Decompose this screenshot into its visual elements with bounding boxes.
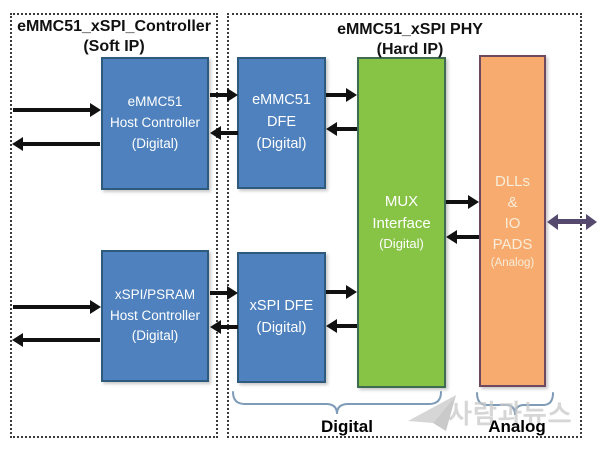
block-text-line: (Analog): [490, 256, 535, 269]
block-text-line: (Digital): [131, 328, 179, 344]
arrow-pads-to-mux: [457, 235, 479, 239]
arrow-xspi-host-to-dfe: [210, 291, 227, 295]
digital-section-label: Digital: [321, 417, 373, 436]
block-text-line: DFE: [267, 114, 296, 131]
block-text-line: Interface: [372, 215, 431, 233]
block-xspi-psram-host-controller: xSPI/PSRAM Host Controller (Digital): [101, 250, 209, 382]
block-text-line: eMMC51: [252, 92, 311, 109]
analog-section-label: Analog: [488, 417, 546, 436]
phy-title-line1: eMMC51_xSPI PHY: [337, 21, 483, 38]
controller-title-line1: eMMC51_xSPI_Controller: [17, 18, 211, 35]
arrow-mux-to-xspi-dfe: [337, 324, 357, 328]
arrow-mux-to-pads: [446, 200, 468, 204]
block-emmc51-dfe: eMMC51 DFE (Digital): [237, 57, 326, 189]
arrow-xspi-dfe-to-mux: [326, 290, 346, 294]
arrow-emmc-host-to-dfe: [210, 93, 227, 97]
phy-hard-ip-region: [227, 13, 582, 438]
block-text-line: Host Controller: [109, 115, 201, 131]
block-text-line: Host Controller: [109, 307, 201, 323]
arrow-emmc-dfe-to-host: [221, 131, 238, 135]
block-text-line: (Digital): [256, 319, 307, 336]
block-xspi-dfe: xSPI DFE (Digital): [237, 252, 326, 383]
block-text-line: IO: [504, 214, 521, 232]
block-text-line: MUX: [384, 193, 419, 211]
block-text-line: eMMC51: [127, 94, 183, 110]
arrow-in-to-xspi-host: [13, 305, 90, 309]
arrow-pads-external-bidirectional: [558, 219, 586, 224]
block-text-line: xSPI/PSRAM: [114, 286, 196, 302]
arrow-emmc-host-to-out: [23, 142, 100, 146]
block-text-line: (Digital): [131, 135, 179, 151]
controller-region-title: eMMC51_xSPI_Controller (Soft IP): [10, 17, 218, 58]
controller-title-line2: (Soft IP): [83, 38, 145, 56]
block-text-line: (Digital): [379, 235, 424, 251]
arrow-xspi-dfe-to-host: [221, 325, 238, 329]
block-text-line: PADS: [492, 235, 533, 253]
arrow-xspi-host-to-out: [23, 338, 100, 342]
arrow-mux-to-emmc-dfe: [337, 127, 357, 131]
arrow-emmc-dfe-to-mux: [326, 93, 346, 97]
block-text-line: (Digital): [256, 135, 307, 152]
phy-title-line2: (Hard IP): [376, 41, 444, 59]
block-emmc51-host-controller: eMMC51 Host Controller (Digital): [101, 57, 209, 190]
block-dlls-io-pads: DLLs & IO PADS (Analog): [479, 55, 546, 387]
block-text-line: xSPI DFE: [249, 297, 314, 314]
block-text-line: DLLs: [494, 172, 531, 190]
controller-soft-ip-region: [10, 13, 218, 438]
block-mux-interface: MUX Interface (Digital): [357, 57, 446, 388]
phy-region-title: eMMC51_xSPI PHY (Hard IP): [295, 20, 525, 61]
arrow-in-to-emmc-host: [13, 108, 90, 112]
block-text-line: &: [507, 193, 518, 211]
